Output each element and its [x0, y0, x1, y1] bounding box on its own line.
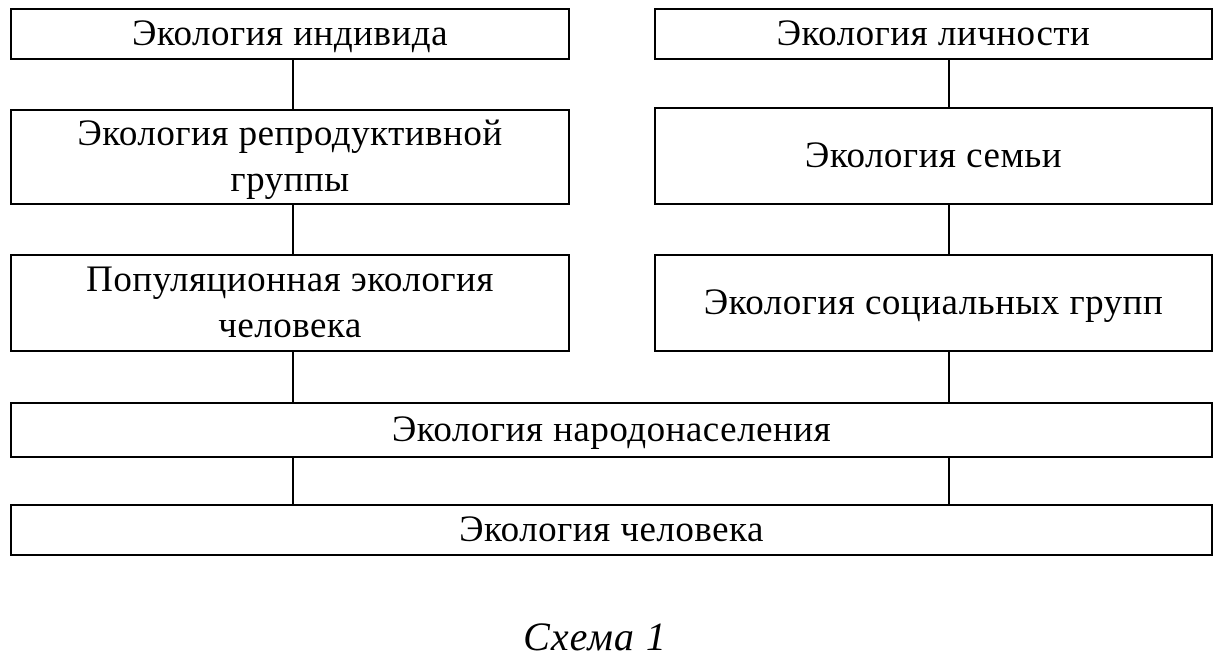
scheme-caption: Схема 1 — [523, 614, 667, 659]
connector-reproductive-to-population — [292, 205, 294, 255]
box-reproductive-group-ecology: Экология репродуктивной группы — [10, 109, 570, 205]
box-social-groups-ecology: Экология социальных групп — [654, 254, 1213, 352]
connector-people-to-human-right — [948, 458, 950, 505]
connector-social-groups-to-people — [948, 352, 950, 403]
box-human-ecology: Экология человека — [10, 504, 1213, 556]
label-individual-ecology: Экология индивида — [132, 13, 448, 54]
label-people-ecology: Экология народонаселения — [391, 409, 832, 450]
connector-people-to-human-left — [292, 458, 294, 505]
label-family-ecology: Экология семьи — [804, 135, 1063, 176]
connector-individual-to-reproductive — [292, 60, 294, 110]
label-population-ecology: Популяционная экология человека — [86, 259, 494, 346]
box-population-ecology: Популяционная экология человека — [10, 254, 570, 352]
connector-population-to-people — [292, 352, 294, 403]
box-individual-ecology: Экология индивида — [10, 8, 570, 60]
box-family-ecology: Экология семьи — [654, 107, 1213, 205]
box-people-ecology: Экология народонаселения — [10, 402, 1213, 458]
connector-family-to-social-groups — [948, 205, 950, 255]
box-personality-ecology: Экология личности — [654, 8, 1213, 60]
connector-personality-to-family — [948, 60, 950, 108]
label-human-ecology: Экология человека — [459, 509, 764, 550]
label-reproductive-group-ecology: Экология репродуктивной группы — [77, 113, 503, 200]
label-social-groups-ecology: Экология социальных групп — [703, 282, 1164, 323]
label-personality-ecology: Экология личности — [776, 13, 1091, 54]
